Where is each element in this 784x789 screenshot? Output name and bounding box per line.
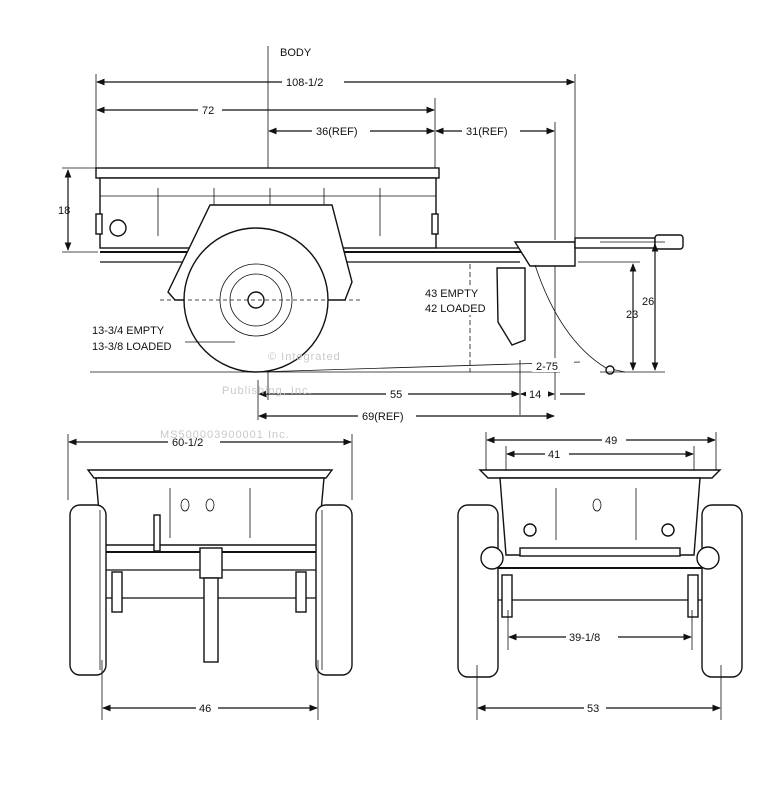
inner-width-label: 39-1/8 (569, 632, 600, 644)
overall-length-label: 108-1/2 (286, 77, 323, 89)
rear-left-tire (69, 504, 107, 676)
svg-text:MS500003900001 Inc.: MS500003900001 Inc. (160, 429, 290, 441)
rear-light (109, 219, 127, 237)
height-loaded-label: 42 LOADED (425, 303, 486, 315)
front-left-light (480, 546, 504, 570)
rear-stand (203, 577, 219, 663)
axle-to-hitch-label: 69(REF) (362, 411, 404, 423)
tongue (574, 237, 656, 249)
rear-body (95, 477, 325, 546)
front-right-light (696, 546, 720, 570)
tire-width-label: 53 (587, 703, 599, 715)
height-empty-label: 43 EMPTY (425, 288, 479, 300)
svg-text:© Integrated: © Integrated (268, 351, 341, 363)
angle-label: 2-75 (536, 361, 558, 373)
clearance-loaded-label: 13-3/8 LOADED (92, 341, 172, 353)
front-left-tire (457, 504, 499, 678)
front-width-label: 49 (605, 435, 617, 447)
front-right-tire (701, 504, 743, 678)
front-body (499, 477, 701, 556)
rear-width-label: 60-1/2 (172, 437, 203, 449)
body-label: BODY (280, 47, 312, 59)
svg-text:Publishing, Inc.: Publishing, Inc. (222, 385, 313, 397)
side-view: BODY 108-1/2 72 36(REF) 31(REF) 18 (58, 46, 684, 423)
rear-view: 60-1/2 46 (67, 434, 353, 720)
height-23-label: 23 (626, 309, 638, 321)
clearance-empty-label: 13-3/4 EMPTY (92, 325, 165, 337)
support-stand (496, 267, 526, 346)
watermark: © Integrated Publishing, Inc. MS50000390… (160, 351, 341, 441)
body-top-rail (95, 167, 440, 179)
axle-to-front-label: 36(REF) (316, 126, 358, 138)
body-width-label: 41 (548, 449, 560, 461)
rear-track-label: 46 (199, 703, 211, 715)
front-view: 49 41 39-1/8 53 (457, 432, 743, 720)
front-to-hitch-label: 31(REF) (466, 126, 508, 138)
safety-chain (534, 264, 626, 373)
rear-body-rim (86, 469, 334, 479)
axle-to-stand-label: 55 (390, 389, 402, 401)
drawbar (513, 241, 576, 267)
height-26-label: 26 (642, 296, 654, 308)
stand-to-hitch-label: 14 (529, 389, 541, 401)
body-height-label: 18 (58, 205, 70, 217)
body-length-label: 72 (202, 105, 214, 117)
rear-right-tire (315, 504, 353, 676)
front-body-rim (478, 469, 722, 479)
